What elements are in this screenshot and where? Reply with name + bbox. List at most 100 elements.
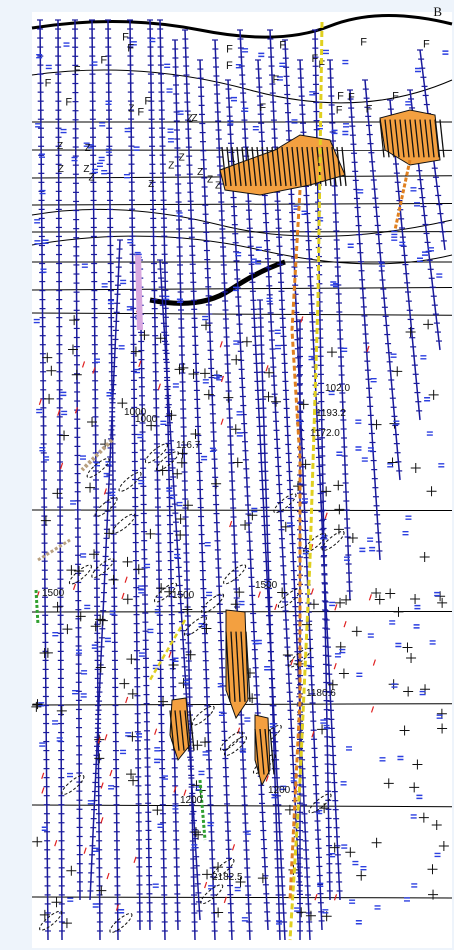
cross-symbol <box>31 701 42 712</box>
lithology-symbol: F <box>366 104 373 116</box>
equals-symbol <box>367 537 374 542</box>
equals-symbol <box>138 652 145 657</box>
cross-symbol <box>71 369 82 380</box>
cross-symbol <box>402 642 413 653</box>
equals-symbol <box>127 238 134 244</box>
equals-symbol <box>399 241 406 247</box>
cross-symbol <box>61 918 72 929</box>
equals-symbol <box>91 644 98 649</box>
equals-symbol <box>276 920 283 925</box>
equals-symbol <box>369 546 376 552</box>
lithology-symbol: F <box>423 38 430 50</box>
cross-symbol <box>199 368 210 379</box>
stratigraphic-contact <box>31 286 453 291</box>
equals-symbol <box>379 757 386 762</box>
equals-symbol <box>169 494 176 500</box>
cross-symbol <box>230 424 241 435</box>
equals-symbol <box>176 501 183 507</box>
equals-symbol <box>234 886 241 892</box>
equals-symbol <box>130 41 137 46</box>
red-mark <box>97 737 101 744</box>
equals-symbol <box>391 236 398 241</box>
stratigraphic-contact <box>31 312 453 316</box>
equals-symbol <box>416 257 423 262</box>
ore-hatching <box>174 710 180 751</box>
cross-symbol <box>280 521 291 532</box>
equals-symbol <box>34 219 41 224</box>
dashed-lens <box>109 912 133 934</box>
cross-symbol <box>327 679 338 690</box>
dashed-lens <box>321 530 345 551</box>
equals-symbol <box>429 640 436 645</box>
cross-symbol <box>419 552 430 563</box>
equals-symbol <box>166 487 173 492</box>
ore-hatching <box>389 119 395 158</box>
equals-symbol <box>355 446 362 451</box>
dashed-lens <box>223 735 247 757</box>
cross-symbol <box>193 829 204 840</box>
dashed-lens <box>201 593 225 614</box>
equals-symbol <box>84 604 91 610</box>
ore-hatching <box>251 146 257 187</box>
stratigraphic-contact <box>31 804 453 808</box>
equals-symbol <box>152 883 159 888</box>
equals-symbol <box>209 447 216 453</box>
equals-symbol <box>99 122 106 127</box>
drillhole-trace <box>74 19 81 901</box>
cross-symbol <box>127 731 138 742</box>
ore-hatching <box>286 146 292 187</box>
cross-symbol <box>172 468 183 479</box>
equals-symbol <box>255 246 262 251</box>
depth-label: 1500 <box>255 580 278 591</box>
cross-symbol <box>437 723 448 734</box>
equals-symbol <box>255 260 262 265</box>
ore-hatching <box>419 119 425 158</box>
drillhole-trace <box>199 59 233 941</box>
ore-hatching <box>266 146 272 187</box>
cross-symbol <box>52 488 63 499</box>
equals-symbol <box>104 637 111 643</box>
equals-symbol <box>36 53 43 59</box>
lithology-symbol: Z <box>85 143 91 154</box>
equals-symbol <box>367 447 374 452</box>
depth-label: 1500 <box>172 590 195 601</box>
red-mark <box>124 576 128 583</box>
equals-symbol <box>378 262 385 267</box>
dashed-lens <box>112 513 136 534</box>
equals-symbol <box>39 446 46 452</box>
cross-symbol <box>232 457 243 468</box>
equals-symbol <box>291 119 298 124</box>
ore-hatching <box>225 631 231 702</box>
cross-symbol <box>223 392 234 403</box>
red-mark <box>54 839 58 847</box>
equals-symbol <box>204 541 211 547</box>
cross-symbol <box>127 688 138 699</box>
equals-symbol <box>227 120 234 125</box>
cross-symbol <box>300 459 311 470</box>
equals-symbol <box>233 286 239 292</box>
drillhole-trace <box>259 299 281 941</box>
equals-symbol <box>414 202 421 207</box>
equals-symbol <box>67 897 74 902</box>
ore-hatching <box>409 119 415 158</box>
red-mark <box>265 775 269 782</box>
equals-symbol <box>177 110 184 115</box>
cross-symbol <box>305 910 316 921</box>
stratigraphic-contact <box>31 202 453 206</box>
equals-symbol <box>39 742 46 747</box>
cross-symbol <box>175 530 186 541</box>
cross-symbol <box>190 429 201 440</box>
lithology-symbol: F <box>144 96 151 108</box>
equals-symbol <box>217 682 224 688</box>
drillhole-trace <box>299 59 341 901</box>
cross-symbol <box>46 365 57 376</box>
equals-symbol <box>255 639 262 645</box>
equals-symbol <box>144 563 151 569</box>
red-mark <box>81 361 86 368</box>
equals-symbol <box>329 601 336 607</box>
equals-symbol <box>436 273 443 278</box>
ore-hatching <box>256 146 262 187</box>
cross-symbol <box>335 597 346 608</box>
equals-symbol <box>60 128 67 134</box>
red-mark <box>115 904 119 911</box>
